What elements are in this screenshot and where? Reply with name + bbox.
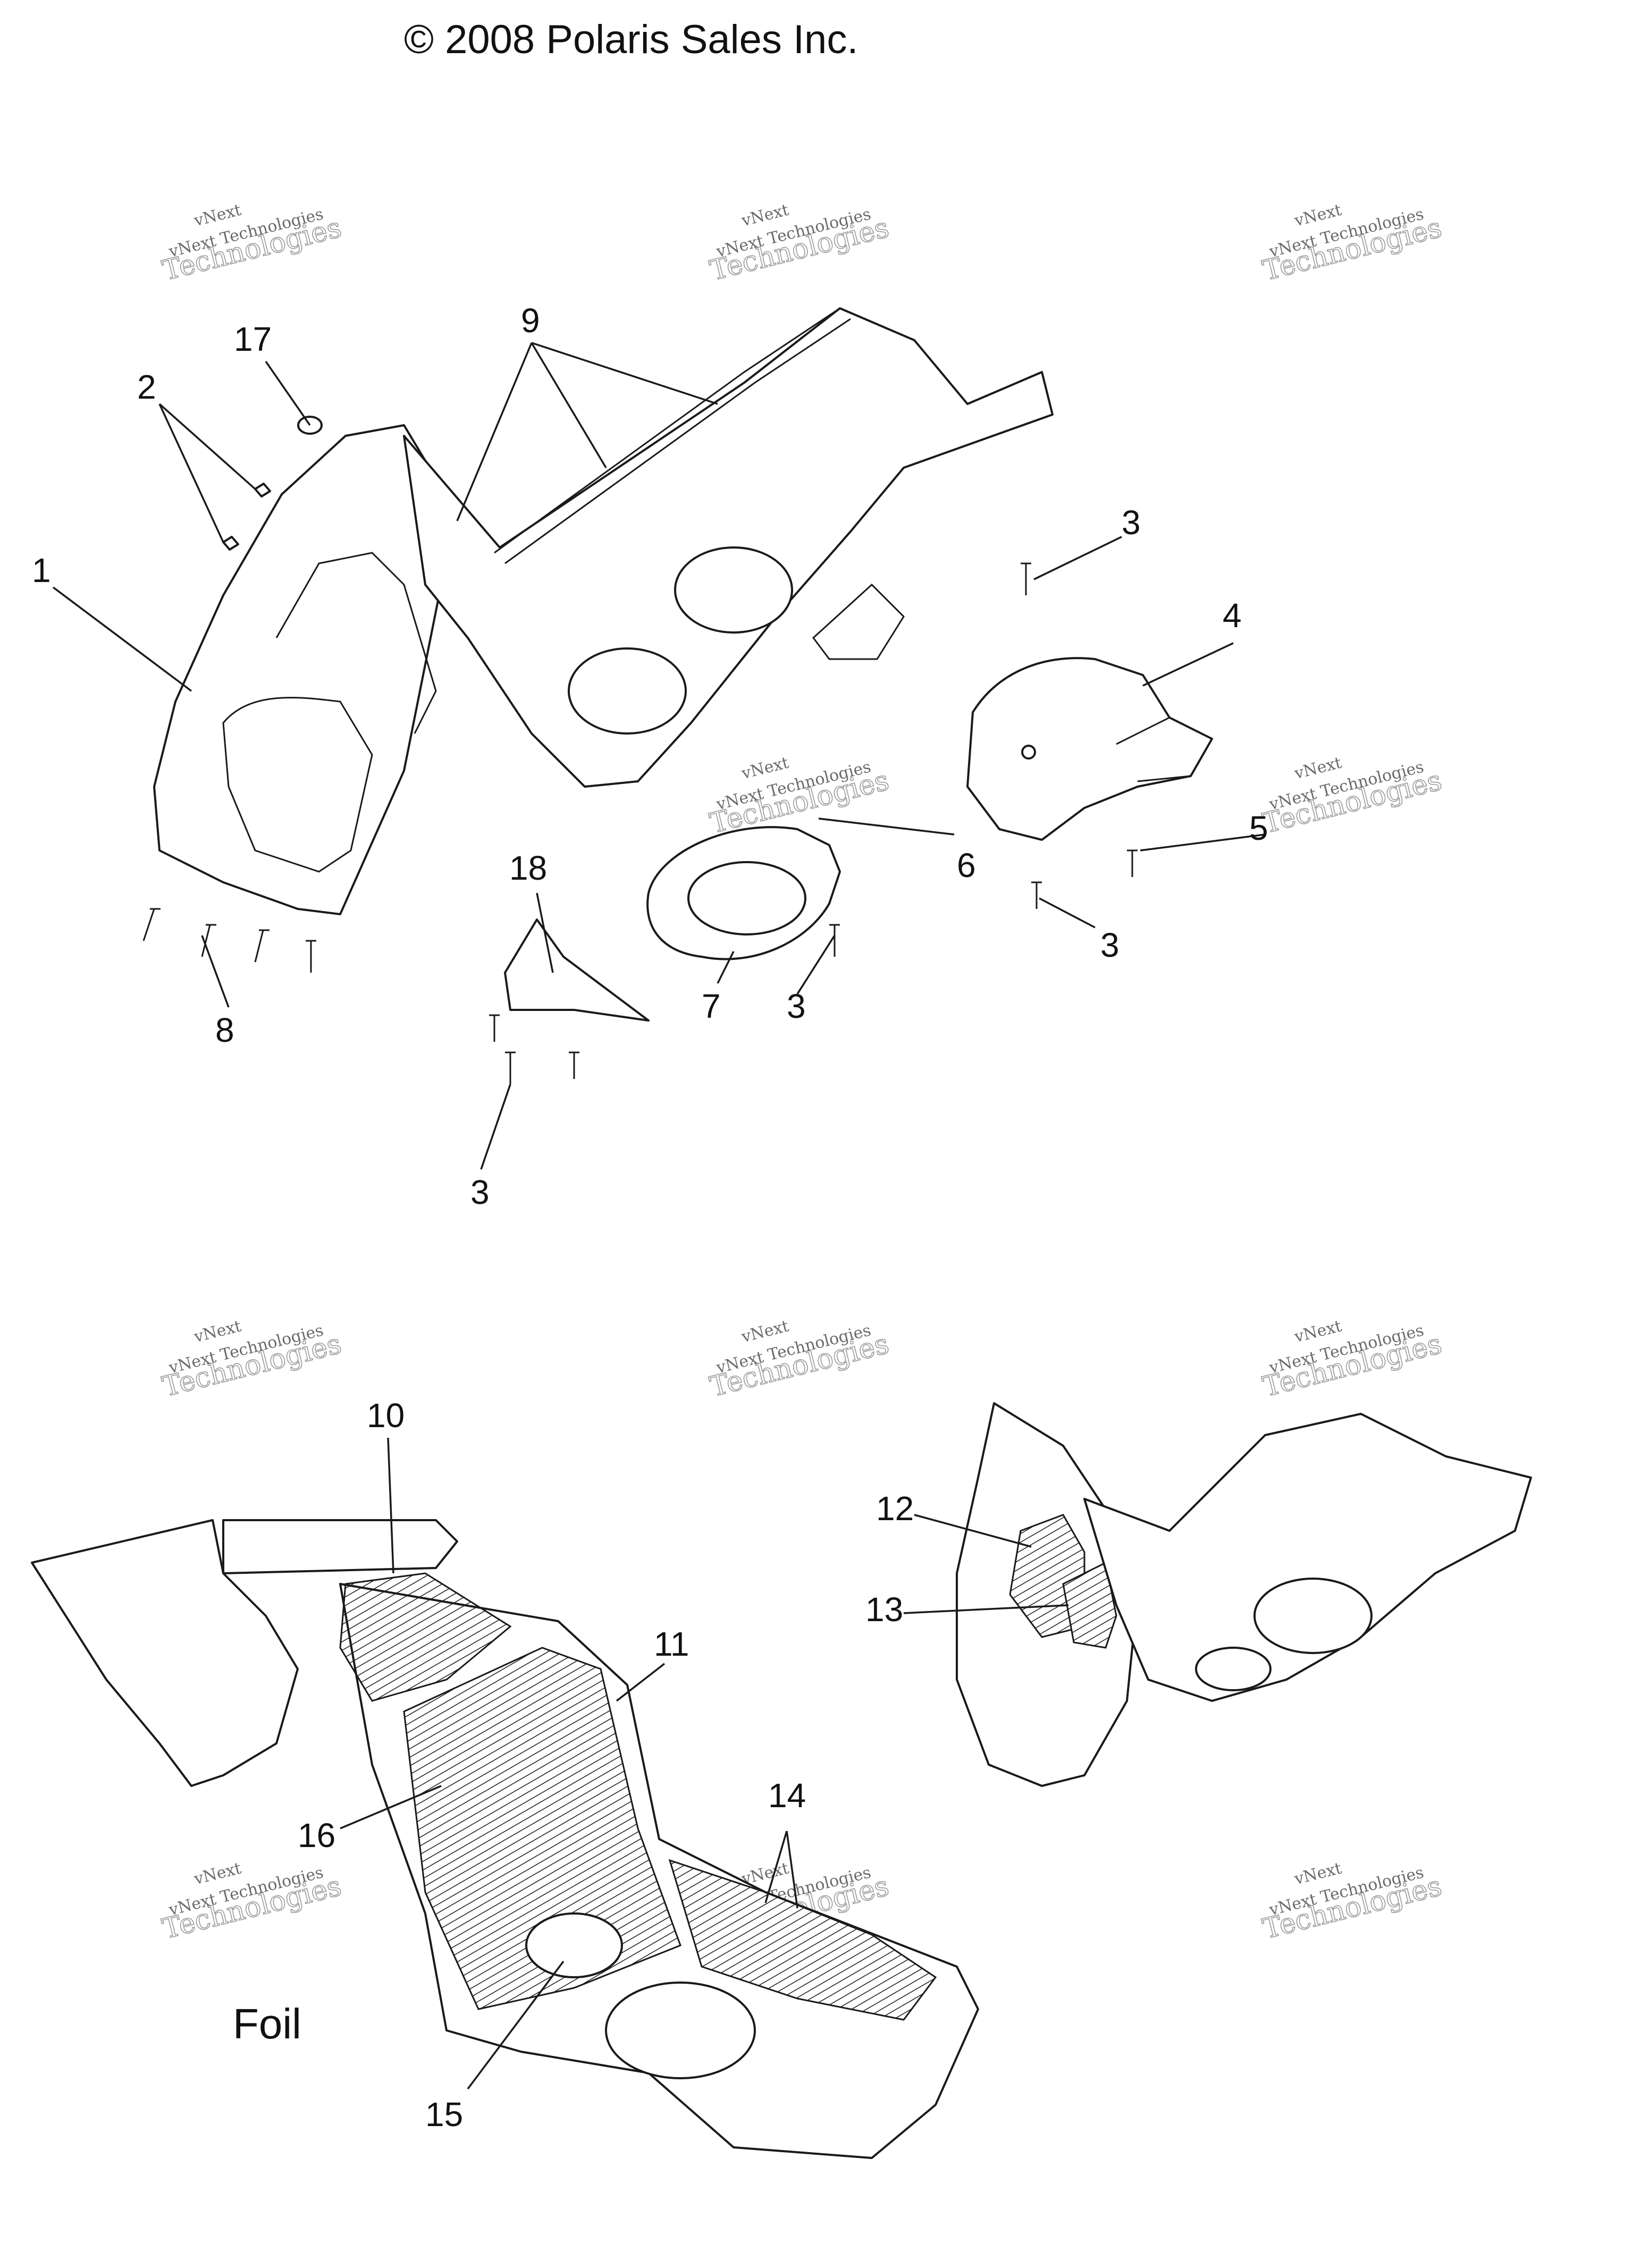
side-panel-inner [222,696,373,873]
watermark: vNext vNext Technologies Technologies [159,1317,345,1404]
watermark: vNext vNext Technologies Technologies [706,1317,893,1404]
side-panel-rib [275,552,437,734]
callout-11: 11 [654,1625,689,1663]
foil-assembly [31,1519,979,2159]
top-assembly [142,307,1214,1084]
foil-floor-hole [605,1982,756,2079]
callout-3: 3 [1100,926,1119,964]
callout-13: 13 [865,1590,903,1629]
foil-pad-16 [403,1647,681,2010]
callout-16: 16 [298,1816,335,1854]
foil-top-cover [222,1519,458,1574]
callout-12: 12 [876,1489,914,1528]
right-floor-hole [1253,1578,1373,1654]
callout-3: 3 [1122,503,1141,542]
callout-15: 15 [425,2095,463,2134]
cover-plate-grommet [1021,745,1036,760]
right-floorpan [1083,1413,1532,1702]
bracket-part [504,918,650,1022]
callout-4: 4 [1223,596,1242,635]
callout-17: 17 [234,320,272,358]
copyright-text: © 2008 Polaris Sales Inc. [404,17,858,62]
leader-lines [52,342,1266,2090]
callout-1: 1 [32,551,51,589]
watermark: vNext vNext Technologies Technologies [1259,1859,1445,1946]
floorpan-rail-2 [504,318,851,564]
watermark: vNext vNext Technologies Technologies [706,201,893,288]
callout-3: 3 [470,1173,490,1211]
cover-plate-flange [1116,716,1214,782]
floorpan-hole [674,546,793,634]
callout-2: 2 [137,368,156,406]
watermark: vNext vNext Technologies Technologies [159,201,345,288]
rivet-part [142,562,1138,1084]
watermark: vNext vNext Technologies Technologies [1259,754,1445,840]
callout-10: 10 [367,1396,405,1435]
watermark: vNext vNext Technologies Technologies [1259,1317,1445,1404]
callouts: 1 2 17 9 3 4 5 6 3 18 7 3 8 3 10 11 16 1… [32,301,1268,2134]
callout-18: 18 [509,849,547,887]
foil-floorpan [339,1583,979,2159]
floorpan-rail [494,307,840,554]
right-pad-13 [1062,1561,1117,1649]
foil-floor-hole [525,1912,623,1978]
foil-side-panel [31,1519,299,1787]
right-assembly [956,1402,1532,1787]
foil-label: Foil [233,2000,301,2047]
callout-8: 8 [215,1011,234,1049]
floorpan-step [812,583,905,660]
push-clip-part [222,483,271,551]
side-panel-part [153,424,448,915]
callout-14: 14 [768,1776,806,1815]
callout-6: 6 [957,846,976,884]
callout-9: 9 [521,301,540,340]
callout-7: 7 [702,987,721,1025]
floorpan-hole [568,647,687,735]
right-floor-hole [1195,1647,1272,1691]
watermark: vNext vNext Technologies Technologies [1259,201,1445,288]
cover-plate-part [966,657,1213,841]
callout-3: 3 [787,987,806,1025]
callout-5: 5 [1249,809,1268,847]
ring-gasket-hole [687,861,806,935]
